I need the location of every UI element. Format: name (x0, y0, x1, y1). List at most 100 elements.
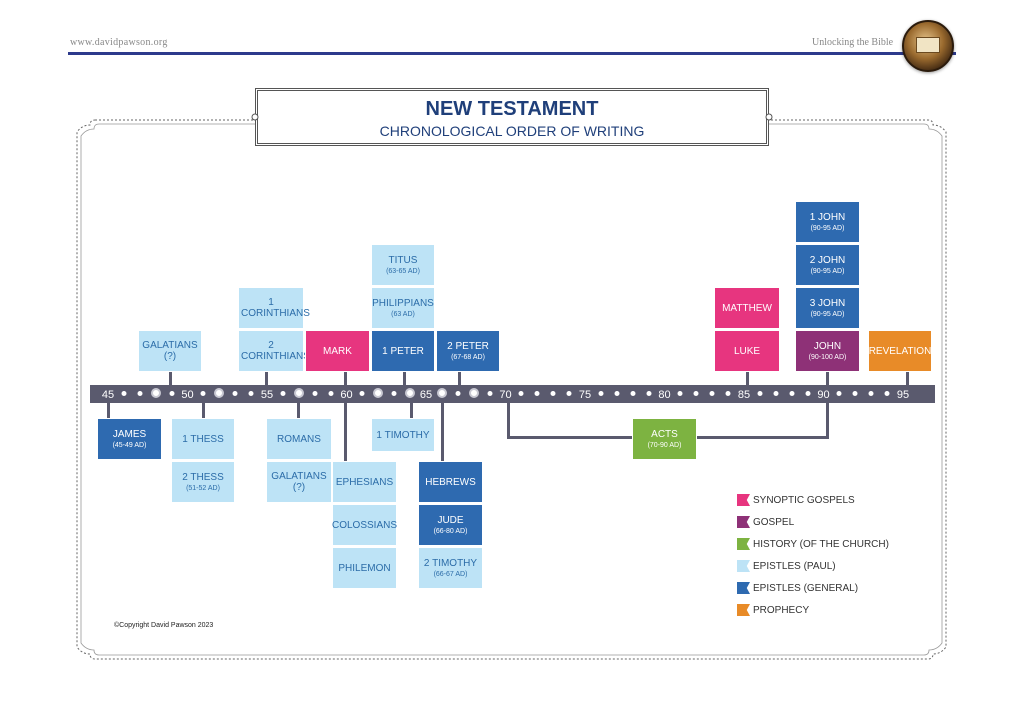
connector-luke (746, 371, 749, 387)
book-1-thess: 1 THESS (171, 418, 235, 460)
connector-acts-end (826, 401, 829, 439)
timeline-year-label: 85 (737, 389, 751, 401)
book-hebrews: HEBREWS (418, 461, 483, 503)
book-2-timothy: 2 TIMOTHY(66-67 AD) (418, 547, 483, 589)
timeline-year-dot (487, 391, 493, 396)
timeline-year-label: 95 (896, 389, 910, 401)
book-1-john: 1 JOHN(90-95 AD) (795, 201, 860, 243)
timeline-year-label: 80 (658, 389, 671, 401)
timeline-year-label: 90 (817, 389, 830, 401)
book-titus: TITUS(63-65 AD) (371, 244, 435, 286)
legend-item-epistles-general: EPISTLES (GENERAL) (737, 582, 858, 594)
legend-item-history: HISTORY (OF THE CHURCH) (737, 538, 889, 550)
book-galatians-late: GALATIANS(?) (266, 461, 332, 503)
copyright-notice: ©Copyright David Pawson 2023 (114, 622, 214, 629)
header-divider (68, 52, 956, 55)
connector-1timothy (410, 401, 413, 419)
book-2-john: 2 JOHN(90-95 AD) (795, 244, 860, 286)
title-connector-lines (251, 113, 773, 121)
timeline-year-dot (550, 391, 556, 396)
legend-swatch (737, 582, 750, 594)
timeline-year-dot (214, 388, 225, 398)
timeline-year-dot (518, 391, 524, 396)
timeline-year-dot (868, 391, 874, 396)
connector-acts-left (507, 436, 633, 439)
connector-ephesians (344, 401, 347, 461)
timeline-year-dot (836, 391, 842, 396)
timeline-year-dot (455, 391, 461, 396)
book-3-john: 3 JOHN(90-95 AD) (795, 287, 860, 329)
legend-swatch (737, 494, 750, 506)
timeline-year-label: 70 (499, 389, 512, 401)
timeline-year-label: 75 (578, 389, 592, 401)
decorative-frame (76, 119, 947, 660)
timeline-year-dot (232, 391, 238, 396)
timeline-year-dot (614, 391, 620, 396)
book-title: Unlocking the Bible (812, 37, 894, 48)
timeline-year-dot (805, 391, 811, 396)
connector-2peter (458, 371, 461, 387)
timeline-year-dot (566, 391, 572, 396)
legend-item-synoptic-gospels: SYNOPTIC GOSPELS (737, 494, 855, 506)
connector-romans (297, 401, 300, 419)
connector-mark (344, 371, 347, 387)
timeline-year-dot (359, 391, 365, 396)
diagram-title: NEW TESTAMENT (425, 98, 599, 120)
book-luke: LUKE (714, 330, 780, 372)
book-1-peter: 1 PETER (371, 330, 435, 372)
timeline-year-dot (280, 391, 286, 396)
legend-item-gospel: GOSPEL (737, 516, 794, 528)
timeline-year-dot (293, 388, 304, 398)
timeline-year-dot (468, 388, 479, 398)
book-john: JOHN(90-100 AD) (795, 330, 860, 372)
timeline-year-dot (773, 391, 779, 396)
book-jude: JUDE(66-80 AD) (418, 504, 483, 546)
legend-swatch (737, 516, 750, 528)
timeline-year-dot (436, 388, 447, 398)
timeline-year-dot (200, 391, 206, 396)
connector-corinthians (265, 371, 268, 387)
legend-swatch (737, 538, 750, 550)
timeline-year-label: 55 (260, 389, 274, 401)
timeline-year-dot (405, 388, 416, 398)
timeline-year-label: 60 (340, 389, 353, 401)
book-1-corinthians: 1 CORINTHIANS (238, 287, 310, 329)
website-url: www.davidpawson.org (70, 37, 168, 48)
timeline-year-dot (884, 391, 890, 396)
connector-james (107, 401, 110, 419)
book-2-thess: 2 THESS(51-52 AD) (171, 461, 235, 503)
timeline-year-dot (852, 391, 858, 396)
book-revelation: REVELATION (868, 330, 932, 372)
connector-hebrews (441, 401, 444, 461)
legend-item-prophecy: PROPHECY (737, 604, 809, 616)
timeline-year-dot (630, 391, 636, 396)
timeline-year-dot (534, 391, 540, 396)
book-colossians: COLOSSIANS (332, 504, 397, 546)
book-matthew: MATTHEW (714, 287, 780, 329)
timeline-year-dot (646, 391, 652, 396)
connector-1thess (202, 401, 205, 419)
timeline-year-label: 50 (181, 389, 194, 401)
unlocking-bible-logo-icon (902, 20, 954, 72)
timeline-year-dot (391, 391, 397, 396)
timeline-year-label: 45 (101, 389, 115, 401)
timeline-year-dot (677, 391, 683, 396)
book-1-timothy: 1 TIMOTHY (371, 418, 435, 452)
legend-swatch (737, 560, 750, 572)
book-mark: MARK (305, 330, 370, 372)
connector-acts-right (696, 436, 829, 439)
timeline-year-dot (789, 391, 795, 396)
timeline-year-dot (248, 391, 254, 396)
timeline-year-dot (312, 391, 318, 396)
timeline-year-dot (169, 391, 175, 396)
timeline-year-dot (693, 391, 699, 396)
book-2-peter: 2 PETER(67-68 AD) (436, 330, 500, 372)
book-ephesians: EPHESIANS (332, 461, 397, 503)
connector-1peter (403, 371, 406, 387)
timeline-year-dot (328, 391, 334, 396)
timeline-year-dot (121, 391, 127, 396)
connector-john (826, 371, 829, 387)
diagram-subtitle: CHRONOLOGICAL ORDER OF WRITING (379, 123, 645, 139)
legend-swatch (737, 604, 750, 616)
connector-galatians (169, 371, 172, 387)
